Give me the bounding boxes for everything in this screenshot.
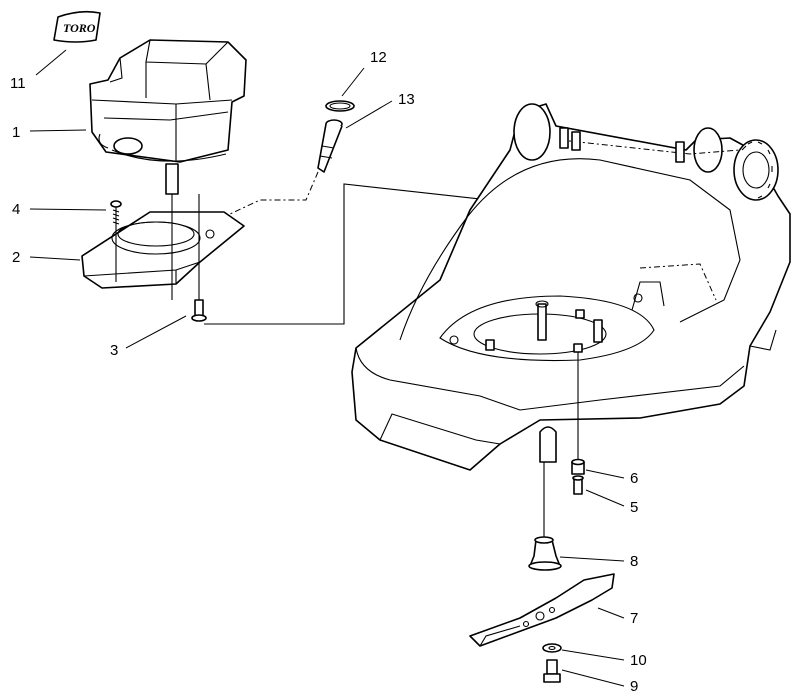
- blade-adapter-8: [528, 536, 562, 571]
- callout-1: 1: [12, 124, 20, 141]
- callout-2: 2: [12, 249, 20, 266]
- toro-logo-text: TORO: [63, 21, 96, 35]
- bushing-6: [571, 458, 585, 475]
- callout-13: 13: [398, 91, 415, 108]
- leader-lines: [29, 49, 625, 687]
- callout-5: 5: [630, 499, 638, 516]
- blade-7: [469, 573, 615, 647]
- callout-12: 12: [370, 49, 387, 66]
- callout-labels: 11 1 4 2 3 12 13 6 5 8 7 10 9: [10, 49, 647, 695]
- callout-11: 11: [10, 75, 26, 92]
- bolt-5: [572, 475, 584, 495]
- dipstick-13: [229, 119, 343, 215]
- callout-9: 9: [630, 678, 638, 695]
- callout-3: 3: [110, 342, 118, 359]
- engine: [89, 39, 247, 195]
- callout-7: 7: [630, 610, 638, 627]
- o-ring-12: [325, 100, 355, 112]
- screw-4: [110, 200, 122, 226]
- callout-8: 8: [630, 553, 638, 570]
- washer-10: [542, 643, 562, 653]
- toro-decal: TORO: [53, 10, 101, 43]
- callout-4: 4: [12, 201, 20, 218]
- mower-deck: [351, 103, 791, 471]
- blade-bolt-9: [543, 659, 561, 683]
- bolt-3: [191, 299, 207, 322]
- callout-10: 10: [630, 652, 647, 669]
- blower-housing: [81, 211, 245, 289]
- shaft-lines: [543, 352, 579, 540]
- callout-6: 6: [630, 470, 638, 487]
